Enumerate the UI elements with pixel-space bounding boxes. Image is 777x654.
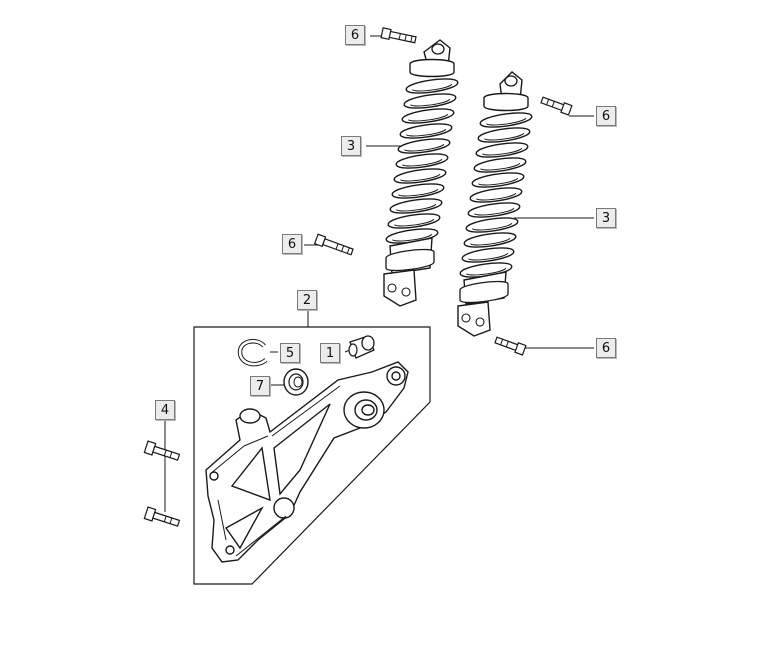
bearing[interactable] xyxy=(284,369,308,395)
callout-7[interactable]: 7 xyxy=(250,376,270,396)
bracket-group-frame xyxy=(193,326,431,585)
leader-lines xyxy=(164,35,594,512)
bolt-4-lower[interactable] xyxy=(144,507,180,529)
mounting-bracket[interactable] xyxy=(206,362,408,562)
callout-1[interactable]: 1 xyxy=(320,343,340,363)
bolt-mid-left[interactable] xyxy=(315,234,354,256)
callout-2[interactable]: 2 xyxy=(297,290,317,310)
callout-6-mid-left[interactable]: 6 xyxy=(282,234,302,254)
callout-4[interactable]: 4 xyxy=(155,400,175,420)
circlip[interactable] xyxy=(240,341,266,364)
callout-3-right[interactable]: 3 xyxy=(596,208,616,228)
bolt-top[interactable] xyxy=(381,28,416,45)
callout-6-top[interactable]: 6 xyxy=(345,25,365,45)
callout-3-left[interactable]: 3 xyxy=(341,136,361,156)
callout-6-right-lower[interactable]: 6 xyxy=(596,338,616,358)
shock-absorber-left[interactable] xyxy=(384,40,460,306)
callout-5[interactable]: 5 xyxy=(280,343,300,363)
bolt-right-lower[interactable] xyxy=(494,335,526,355)
bolt-right-upper[interactable] xyxy=(540,95,572,115)
callout-6-right-upper[interactable]: 6 xyxy=(596,106,616,126)
bolt-4-upper[interactable] xyxy=(144,441,180,463)
shock-absorber-right[interactable] xyxy=(458,72,534,336)
bushing[interactable] xyxy=(349,336,374,358)
